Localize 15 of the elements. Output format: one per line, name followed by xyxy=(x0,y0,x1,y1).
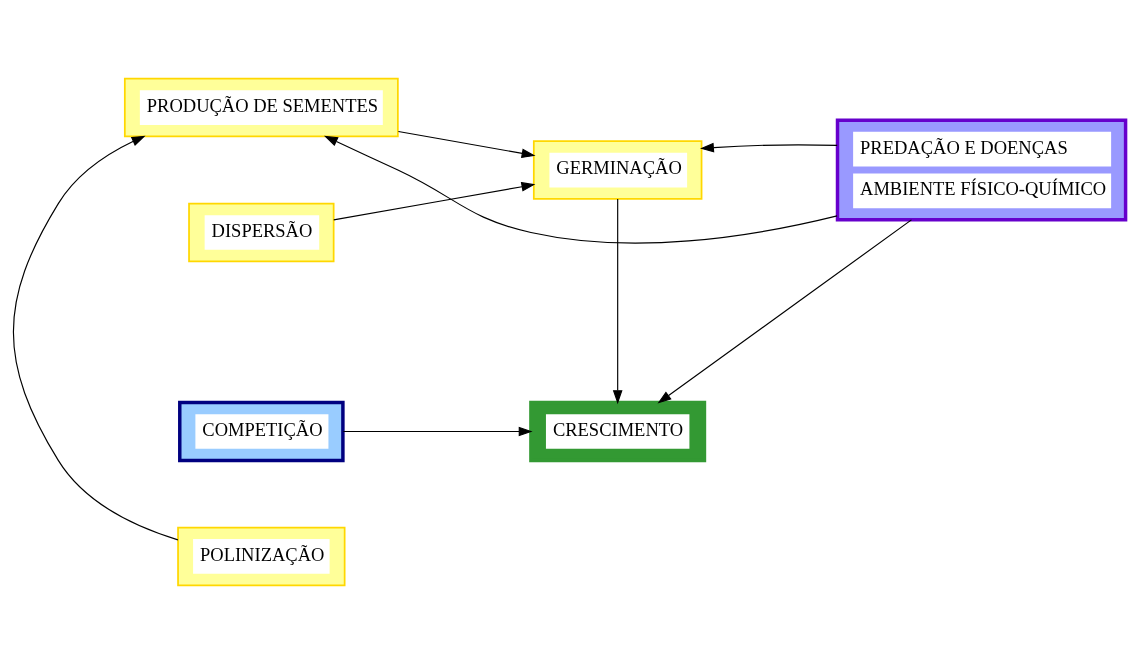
arrow xyxy=(333,181,536,221)
node-box: POLINIZAÇÃO xyxy=(177,526,346,587)
node-box: GERMINAÇÃO xyxy=(532,140,703,200)
arrow xyxy=(342,426,533,437)
arrow xyxy=(657,219,912,404)
node-box: PRODUÇÃO DE SEMENTES xyxy=(123,77,399,138)
arrow xyxy=(397,130,536,159)
arrow xyxy=(612,198,623,405)
node-box: DISPERSÃO xyxy=(188,202,335,263)
arrow xyxy=(323,135,838,244)
node-box: CRESCIMENTO xyxy=(529,400,707,463)
arrow xyxy=(12,135,179,541)
node-box: PREDAÇÃO E DOENÇAS AMBIENTE FÍSICO-QUÍMICO xyxy=(835,118,1128,222)
node-box: COMPETIÇÃO xyxy=(178,400,345,463)
arrow xyxy=(700,142,838,153)
